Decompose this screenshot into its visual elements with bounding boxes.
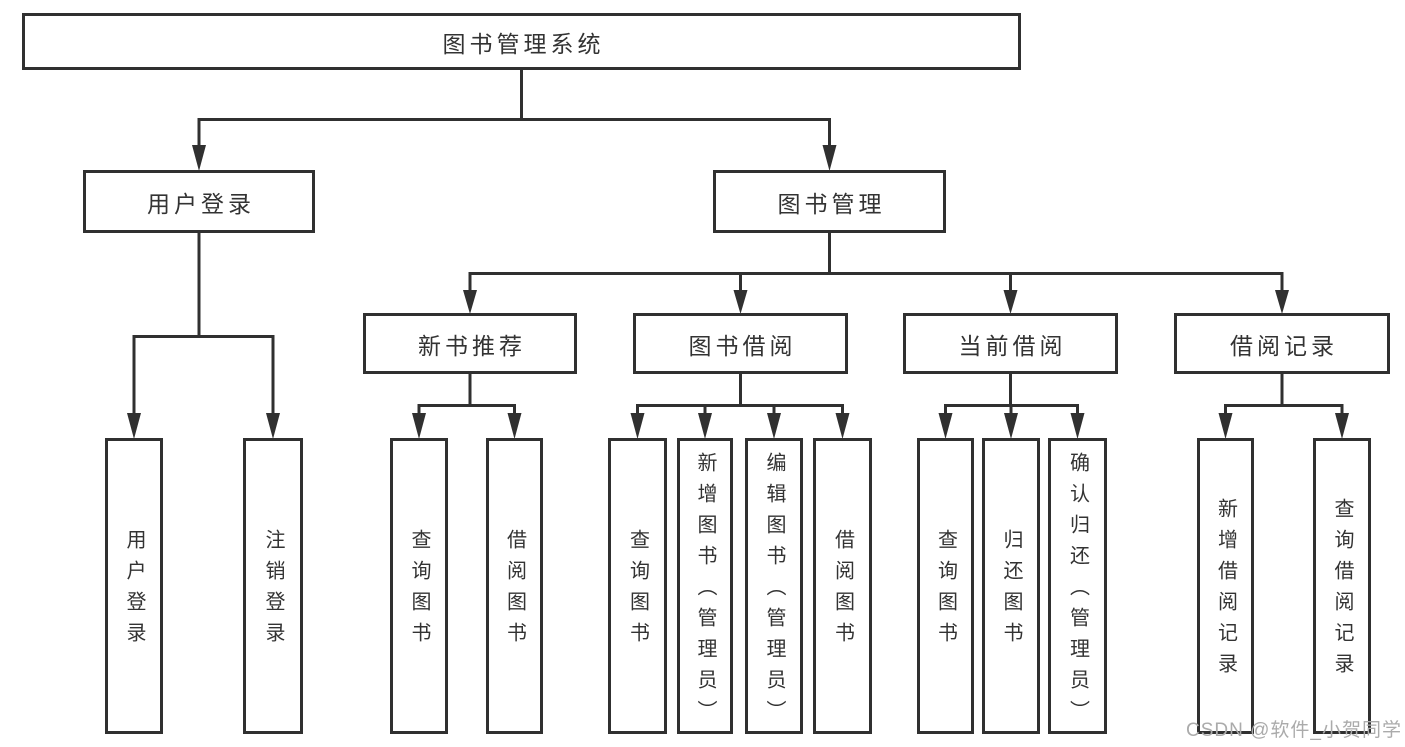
leaf-query-book-borrow: 查询图书 <box>608 438 667 734</box>
node-root: 图书管理系统 <box>22 13 1021 70</box>
leaf-return-book: 归还图书 <box>982 438 1040 734</box>
node-book-borrow: 图书借阅 <box>633 313 848 374</box>
leaf-borrow-book-recommend: 借阅图书 <box>486 438 543 734</box>
leaf-borrow-book-label: 借阅图书 <box>831 529 854 653</box>
node-book-management: 图书管理 <box>713 170 946 233</box>
node-current-borrow-label: 当前借阅 <box>958 332 1067 359</box>
node-book-borrow-label: 图书借阅 <box>688 332 797 359</box>
node-borrow-records-label: 借阅记录 <box>1230 332 1338 359</box>
leaf-query-book-current-label: 查询图书 <box>934 529 957 653</box>
leaf-user-login: 用户登录 <box>105 438 163 734</box>
node-book-management-label: 图书管理 <box>777 190 886 217</box>
leaf-edit-book-admin: 编辑图书（管理员） <box>745 438 803 734</box>
leaf-add-book-admin-label: 新增图书（管理员） <box>694 451 716 731</box>
leaf-add-borrow-record: 新增借阅记录 <box>1197 438 1254 734</box>
node-borrow-records: 借阅记录 <box>1174 313 1390 374</box>
leaf-query-borrow-record: 查询借阅记录 <box>1313 438 1371 734</box>
leaf-query-book-recommend: 查询图书 <box>390 438 448 734</box>
node-new-book-recommend: 新书推荐 <box>363 313 577 374</box>
node-current-borrow: 当前借阅 <box>903 313 1118 374</box>
leaf-query-book-borrow-label: 查询图书 <box>626 529 649 653</box>
leaf-return-book-label: 归还图书 <box>1000 529 1022 653</box>
node-user-login: 用户登录 <box>83 170 315 233</box>
leaf-borrow-book: 借阅图书 <box>813 438 872 734</box>
leaf-logout: 注销登录 <box>243 438 303 734</box>
leaf-query-borrow-record-label: 查询借阅记录 <box>1331 498 1353 684</box>
leaf-borrow-book-recommend-label: 借阅图书 <box>503 529 526 653</box>
leaf-query-book-recommend-label: 查询图书 <box>408 529 430 653</box>
leaf-add-book-admin: 新增图书（管理员） <box>677 438 733 734</box>
leaf-confirm-return-admin-label: 确认归还（管理员） <box>1066 451 1089 731</box>
csdn-watermark: CSDN @软件_小贺同学 <box>1186 720 1402 741</box>
leaf-add-borrow-record-label: 新增借阅记录 <box>1214 498 1237 684</box>
leaf-logout-label: 注销登录 <box>262 529 284 653</box>
leaf-edit-book-admin-label: 编辑图书（管理员） <box>763 451 785 731</box>
node-new-book-recommend-label: 新书推荐 <box>418 332 526 359</box>
leaf-confirm-return-admin: 确认归还（管理员） <box>1048 438 1107 734</box>
leaf-query-book-current: 查询图书 <box>917 438 974 734</box>
node-user-login-label: 用户登录 <box>147 190 255 217</box>
leaf-user-login-label: 用户登录 <box>123 529 145 653</box>
node-root-label: 图书管理系统 <box>442 30 605 57</box>
